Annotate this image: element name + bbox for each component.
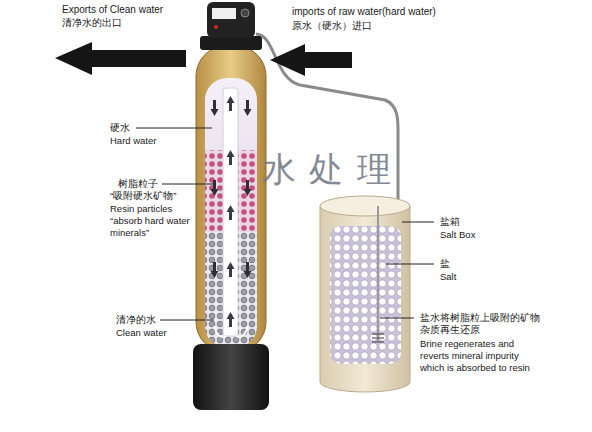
- label-text: 清净的水: [116, 314, 156, 326]
- label-text: 盐: [440, 258, 450, 270]
- label-text: imports of raw water(hard water): [292, 6, 436, 19]
- tank-shell: [196, 46, 266, 352]
- flow-curve: [214, 326, 226, 337]
- label-text: Salt: [440, 271, 456, 283]
- outlet-arrow: [55, 42, 186, 75]
- down-arrows: [211, 100, 252, 278]
- label-text: Brine regenerates and reverts mineral im…: [420, 338, 544, 374]
- brine-pipe: [256, 34, 398, 212]
- valve-knob: [241, 9, 249, 17]
- flow-curve: [236, 326, 248, 337]
- valve-collar: [200, 36, 262, 50]
- brine-screen: [372, 334, 384, 342]
- label-text: 清净水的出口: [62, 17, 122, 30]
- label-text: Hard water: [110, 135, 156, 147]
- label-text: 原水（硬水）进口: [292, 20, 372, 33]
- label-text: 盐水将树脂粒上吸附的矿物杂质再生还原: [420, 312, 544, 336]
- valve-light: [214, 25, 218, 29]
- label-text: Resin particles “absorb hard water miner…: [110, 203, 192, 239]
- tank-base: [193, 344, 269, 410]
- label-text: 硬水: [110, 122, 130, 134]
- label-text: Exports of Clean water: [62, 4, 163, 17]
- label-text: Salt Box: [440, 229, 475, 241]
- salt-bed: [330, 226, 401, 364]
- brine-tube: [377, 206, 379, 342]
- up-arrows: [227, 96, 235, 327]
- tank-inner: [205, 78, 257, 346]
- control-valve: [207, 2, 255, 38]
- label-text: 盐箱: [440, 216, 460, 228]
- riser-tube: [223, 88, 238, 336]
- label-text: “吸附硬水矿物”: [110, 190, 176, 202]
- inlet-arrow: [270, 44, 352, 76]
- label-text: 树脂粒子: [118, 178, 158, 190]
- salt-box-lid: [320, 196, 410, 216]
- valve-display: [212, 8, 236, 19]
- salt-box-body: [320, 206, 410, 392]
- watermark: 水 处 理: [262, 148, 393, 191]
- label-text: Clean water: [116, 327, 167, 339]
